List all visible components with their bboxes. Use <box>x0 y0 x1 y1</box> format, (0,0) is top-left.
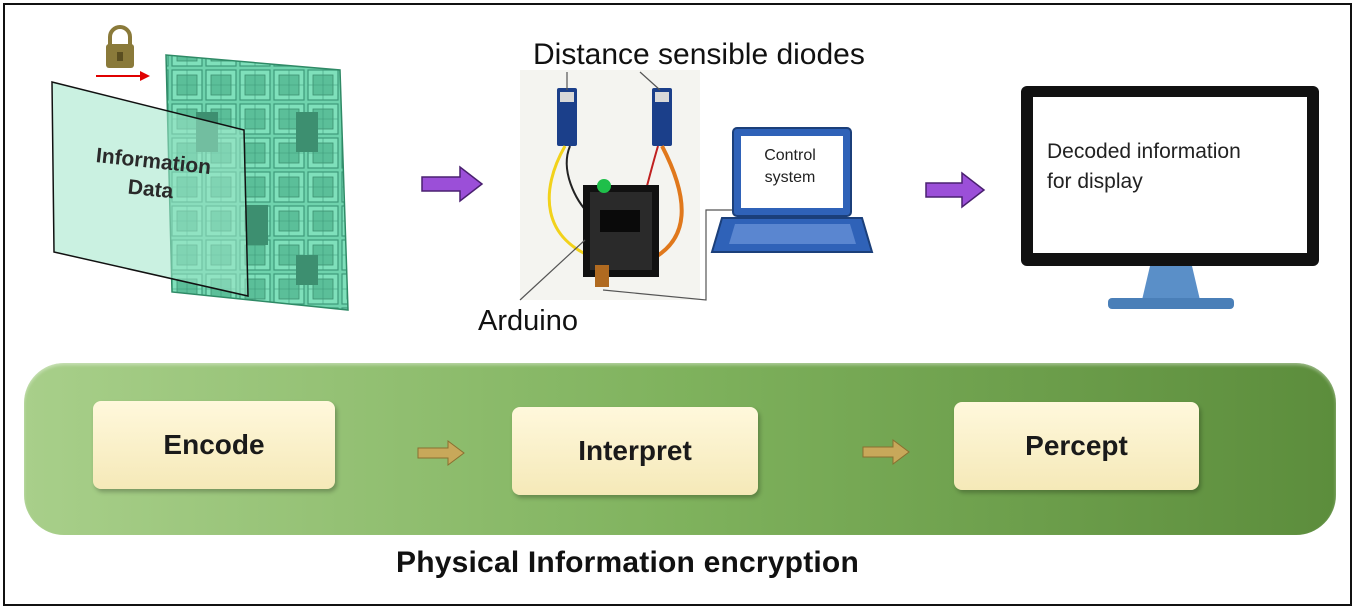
laptop-icon <box>710 127 874 253</box>
control-system-line1: Control <box>764 147 816 164</box>
red-arrow-icon <box>96 71 150 81</box>
display-text-line2: for display <box>1047 170 1143 193</box>
arduino-label: Arduino <box>478 305 578 337</box>
purple-arrow-1-icon <box>421 165 484 203</box>
purple-arrow-2-icon <box>925 171 986 209</box>
monitor-icon <box>1021 86 1319 309</box>
percept-step: Percept <box>954 402 1199 490</box>
lock-icon <box>106 25 134 68</box>
control-system-label: Control system <box>742 145 838 189</box>
control-system-line2: system <box>764 169 816 186</box>
display-text: Decoded information for display <box>1047 137 1309 197</box>
step-arrow-1-icon <box>417 440 465 466</box>
arduino-photo <box>520 70 700 300</box>
interpret-step: Interpret <box>512 407 758 495</box>
encode-step: Encode <box>93 401 335 489</box>
information-sheet <box>51 81 249 297</box>
step-arrow-2-icon <box>862 439 910 465</box>
sensor-label: Distance sensible diodes <box>533 38 865 71</box>
figure-title: Physical Information encryption <box>396 546 859 579</box>
display-text-line1: Decoded information <box>1047 140 1241 163</box>
leader-lines <box>519 71 740 301</box>
